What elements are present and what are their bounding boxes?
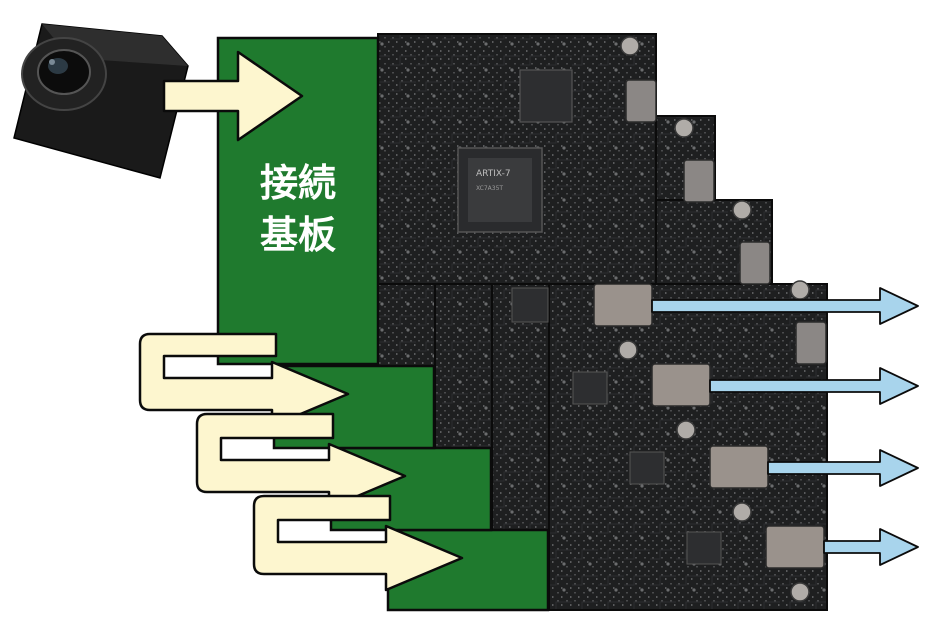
output-arrow-3 — [767, 449, 919, 487]
loop-arrow-1 — [138, 332, 350, 428]
output-connector — [593, 283, 825, 569]
connector-board-label-line2: 基板 — [260, 213, 336, 257]
chip-icon — [511, 287, 722, 565]
camera-icon — [13, 23, 189, 179]
output-arrow-1 — [651, 287, 919, 325]
input-arrow — [162, 50, 304, 142]
output-arrow-4 — [823, 528, 919, 566]
output-arrow-2 — [709, 367, 919, 405]
fpga-chip-icon: ARTIX-7 XC7A35T — [457, 147, 543, 233]
connector-board-label-line1: 接続 — [260, 161, 336, 205]
hdmi-port-icon — [625, 79, 827, 365]
chip-icon — [519, 69, 573, 123]
loop-arrow-3 — [252, 494, 464, 592]
svg-text:XC7A35T: XC7A35T — [476, 185, 503, 192]
loop-arrow-2 — [195, 412, 407, 510]
screw-icon — [618, 36, 810, 602]
svg-text:ARTIX-7: ARTIX-7 — [476, 169, 511, 179]
